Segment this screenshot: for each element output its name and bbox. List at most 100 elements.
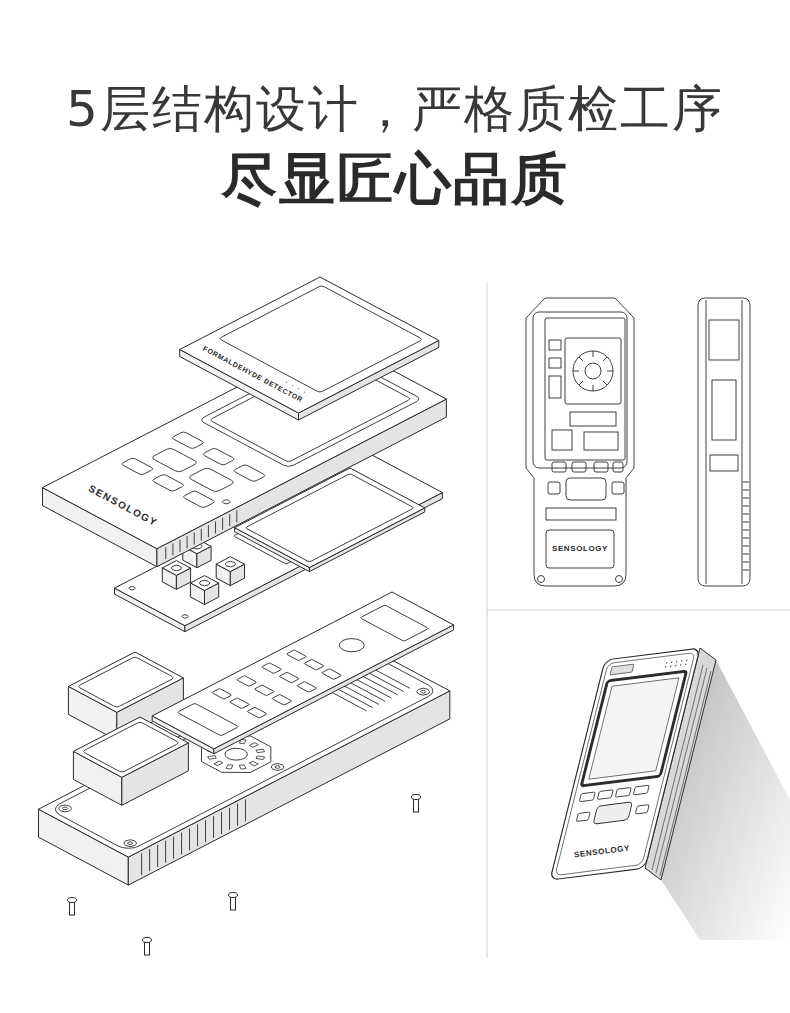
sensor-slot	[208, 756, 217, 760]
glass-cover	[180, 277, 439, 420]
board-hole	[128, 586, 137, 591]
button-hole	[233, 464, 267, 482]
rib	[180, 540, 181, 552]
front-shell	[43, 338, 447, 567]
connector	[360, 605, 429, 641]
button	[635, 805, 649, 815]
switch-detail	[223, 560, 237, 567]
speaker-holes	[665, 660, 687, 667]
button-hole	[182, 490, 216, 508]
rib	[181, 833, 182, 855]
component	[546, 508, 616, 520]
board-hole	[181, 614, 190, 619]
chip	[247, 707, 267, 718]
screw-head	[68, 898, 77, 903]
rib	[165, 547, 166, 559]
brand-label: SENSOLOGY	[550, 545, 610, 553]
rib	[205, 820, 206, 842]
chip	[304, 659, 324, 670]
sensor-hub	[585, 363, 601, 379]
switch-detail	[198, 579, 212, 586]
sensor-fan	[573, 351, 613, 391]
screw	[229, 893, 238, 911]
spacer	[304, 392, 305, 393]
spacer	[286, 382, 287, 383]
button	[612, 482, 624, 494]
chip	[321, 669, 341, 680]
sensor-slot	[256, 756, 265, 760]
screw-boss	[56, 804, 74, 813]
badge	[610, 664, 634, 675]
rib	[236, 510, 237, 522]
rib	[215, 521, 216, 533]
screw-hole	[274, 765, 281, 769]
button-hole	[151, 474, 185, 492]
sensor-spokes	[573, 351, 613, 391]
rib	[208, 525, 209, 537]
side-ribs	[743, 482, 749, 570]
chip	[272, 694, 292, 705]
screen-bezel	[581, 671, 686, 786]
button-hole	[121, 458, 155, 476]
component	[552, 430, 572, 450]
button-hole	[202, 448, 236, 466]
button	[576, 812, 590, 822]
battery-edge	[82, 722, 179, 773]
rib	[149, 849, 150, 871]
button	[548, 482, 560, 494]
page-title: 5层结构设计，严格质检工序	[0, 79, 790, 139]
chip	[254, 685, 274, 696]
spacer	[292, 385, 293, 386]
button	[552, 462, 566, 472]
front-face-rim	[555, 653, 695, 876]
sensor-slot	[239, 765, 246, 769]
rib	[213, 816, 214, 838]
front-inner-outline	[533, 312, 627, 468]
button	[572, 462, 586, 472]
component	[584, 432, 618, 450]
spacer	[304, 392, 305, 393]
side-component	[712, 380, 736, 440]
chip	[286, 650, 306, 661]
chip	[261, 663, 281, 674]
side-line	[742, 300, 743, 584]
spacer	[286, 382, 287, 383]
switch-detail	[169, 564, 183, 571]
label-plate	[546, 530, 614, 568]
divider-line	[487, 610, 790, 611]
rib	[221, 812, 222, 834]
brand-label: SENSOLOGY	[85, 483, 161, 530]
sensor-slot	[214, 761, 223, 766]
screw-hole	[420, 690, 427, 694]
button	[593, 802, 633, 824]
screw-head	[229, 893, 238, 898]
rib	[201, 529, 202, 541]
button	[594, 462, 608, 472]
main-board-detail	[175, 604, 430, 737]
button	[566, 478, 606, 500]
glass-cover-top-face	[180, 277, 439, 413]
switch-cap	[169, 564, 183, 571]
brand-label: SENSOLOGY	[572, 844, 633, 859]
component	[549, 358, 561, 368]
front-view	[526, 298, 634, 586]
page-subtitle: 尽显匠心品质	[0, 146, 790, 212]
rib	[172, 543, 173, 555]
spacer	[298, 388, 299, 389]
chip	[279, 672, 299, 683]
button	[579, 792, 595, 802]
screw-head	[143, 938, 152, 943]
battery-top-face	[68, 652, 183, 712]
side-component	[710, 455, 738, 471]
switch-top-face	[216, 557, 244, 572]
rib	[229, 808, 230, 830]
indicator	[221, 499, 232, 505]
switch-top-face	[190, 576, 218, 591]
spacer	[292, 385, 293, 386]
rib	[165, 841, 166, 863]
chip	[177, 703, 239, 736]
rib	[229, 514, 230, 526]
button-hole	[151, 448, 199, 473]
screw-boss	[121, 839, 139, 848]
rib	[141, 853, 142, 875]
